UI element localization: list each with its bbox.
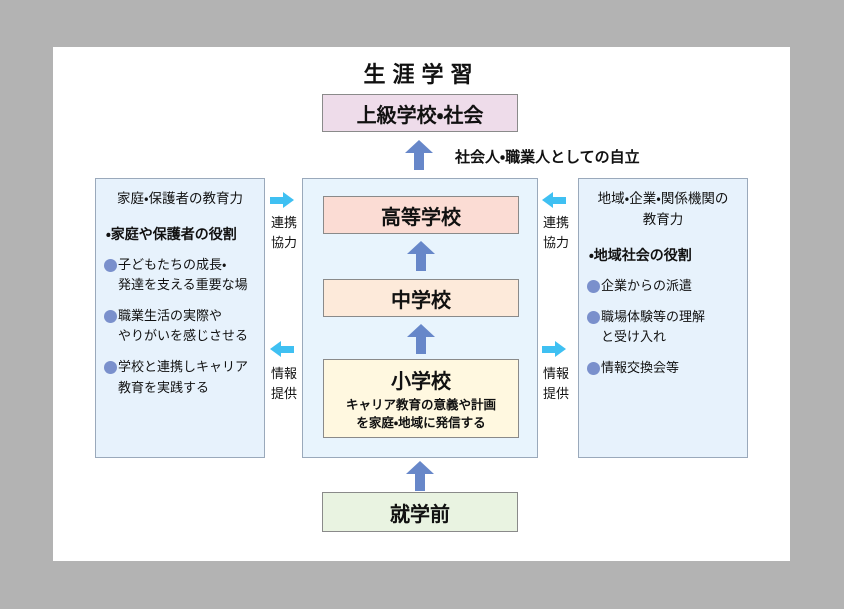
bullet-icon — [104, 310, 117, 324]
right-information-label: 情報 提供 — [542, 367, 569, 402]
left-information-label: 情報 提供 — [270, 367, 297, 402]
bullet-text: 企業からの派遣 — [601, 278, 693, 294]
elementary-subtext: キャリア教育の意義や計画 を家庭・地域に発信する — [345, 396, 496, 430]
bullet-icon — [104, 361, 117, 375]
page-title: 生涯学習 — [363, 63, 480, 88]
arrow-shaft — [281, 345, 294, 353]
bullet-icon — [587, 362, 600, 376]
stage-box-preschool: 就学前 — [322, 492, 518, 532]
independence-caption: 社会人・職業人としての自立 — [455, 148, 640, 166]
list-item: 子どもたちの成長・ 発達を支える重要な場 — [104, 256, 256, 296]
arrow-shaft — [270, 196, 283, 204]
stage-box-high-school: 高等学校 — [323, 196, 519, 234]
community-box-header: 地域・企業・関係機関の 教育力 — [597, 191, 729, 228]
up-arrow-shaft — [416, 254, 426, 271]
list-item: 職場体験等の理解 と受け入れ — [587, 308, 739, 348]
arrow-head — [542, 192, 553, 208]
up-arrow-head — [407, 241, 435, 254]
family-guardian-box: 家庭・保護者の教育力 ・家庭や保護者の役割 子どもたちの成長・ 発達を支える重要… — [95, 178, 265, 458]
stage-label: 中学校 — [391, 287, 451, 312]
stage-label: 就学前 — [390, 501, 450, 526]
bullet-text: 職場体験等の理解 と受け入れ — [601, 309, 706, 346]
up-arrow-shaft — [414, 153, 424, 170]
arrow-shaft — [553, 196, 566, 204]
left-cooperation-label: 連携 協力 — [270, 216, 297, 251]
school-stages-container: 高等学校 中学校 小学校 キャリア教育の意義や計画 を家庭・地域に発信する — [302, 178, 538, 458]
community-role-heading: ・地域社会の役割 — [589, 247, 692, 264]
family-box-header: 家庭・保護者の教育力 — [116, 191, 244, 207]
stage-label: 小学校 — [391, 368, 451, 393]
up-arrow-head — [405, 140, 433, 153]
up-arrow-icon — [407, 241, 435, 271]
bullet-text: 情報交換会等 — [601, 361, 680, 377]
up-arrow-head — [407, 324, 435, 337]
arrow-head — [270, 341, 281, 357]
right-arrow-icon — [270, 192, 294, 208]
diagram-panel: 生涯学習 上級学校・社会 社会人・職業人としての自立 家庭・保護者の教育力 ・家… — [53, 47, 790, 561]
family-role-heading: ・家庭や保護者の役割 — [106, 226, 237, 243]
stage-box-elementary: 小学校 キャリア教育の意義や計画 を家庭・地域に発信する — [323, 359, 519, 438]
up-arrow-head — [406, 461, 434, 474]
bullet-icon — [587, 279, 600, 293]
stage-label: 上級学校・社会 — [356, 102, 484, 127]
bullet-icon — [104, 258, 117, 272]
bullet-icon — [587, 310, 600, 324]
up-arrow-icon — [406, 461, 434, 491]
right-arrow-icon — [542, 341, 566, 357]
list-item: 情報交換会等 — [587, 359, 739, 379]
left-arrow-icon — [270, 341, 294, 357]
up-arrow-icon — [407, 324, 435, 354]
up-arrow-shaft — [416, 337, 426, 354]
list-item: 企業からの派遣 — [587, 277, 739, 297]
arrow-head — [555, 341, 566, 357]
stage-box-junior-high: 中学校 — [323, 279, 519, 317]
bullet-text: 学校と連携しキャリア 教育を実践する — [118, 360, 249, 396]
right-cooperation-label: 連携 協力 — [542, 216, 569, 251]
left-arrow-icon — [542, 192, 566, 208]
community-company-box: 地域・企業・関係機関の 教育力 ・地域社会の役割 企業からの派遣 職場体験等の理… — [578, 178, 748, 458]
arrow-shaft — [542, 345, 555, 353]
up-arrow-icon — [405, 140, 433, 170]
bullet-text: 子どもたちの成長・ 発達を支える重要な場 — [118, 257, 248, 294]
stage-label: 高等学校 — [381, 204, 461, 229]
stage-box-advanced-school-society: 上級学校・社会 — [322, 94, 518, 132]
arrow-head — [283, 192, 294, 208]
list-item: 職業生活の実際や やりがいを感じさせる — [104, 307, 256, 347]
bullet-text: 職業生活の実際や やりがいを感じさせる — [118, 309, 249, 345]
list-item: 学校と連携しキャリア 教育を実践する — [104, 358, 256, 398]
up-arrow-shaft — [415, 474, 425, 491]
